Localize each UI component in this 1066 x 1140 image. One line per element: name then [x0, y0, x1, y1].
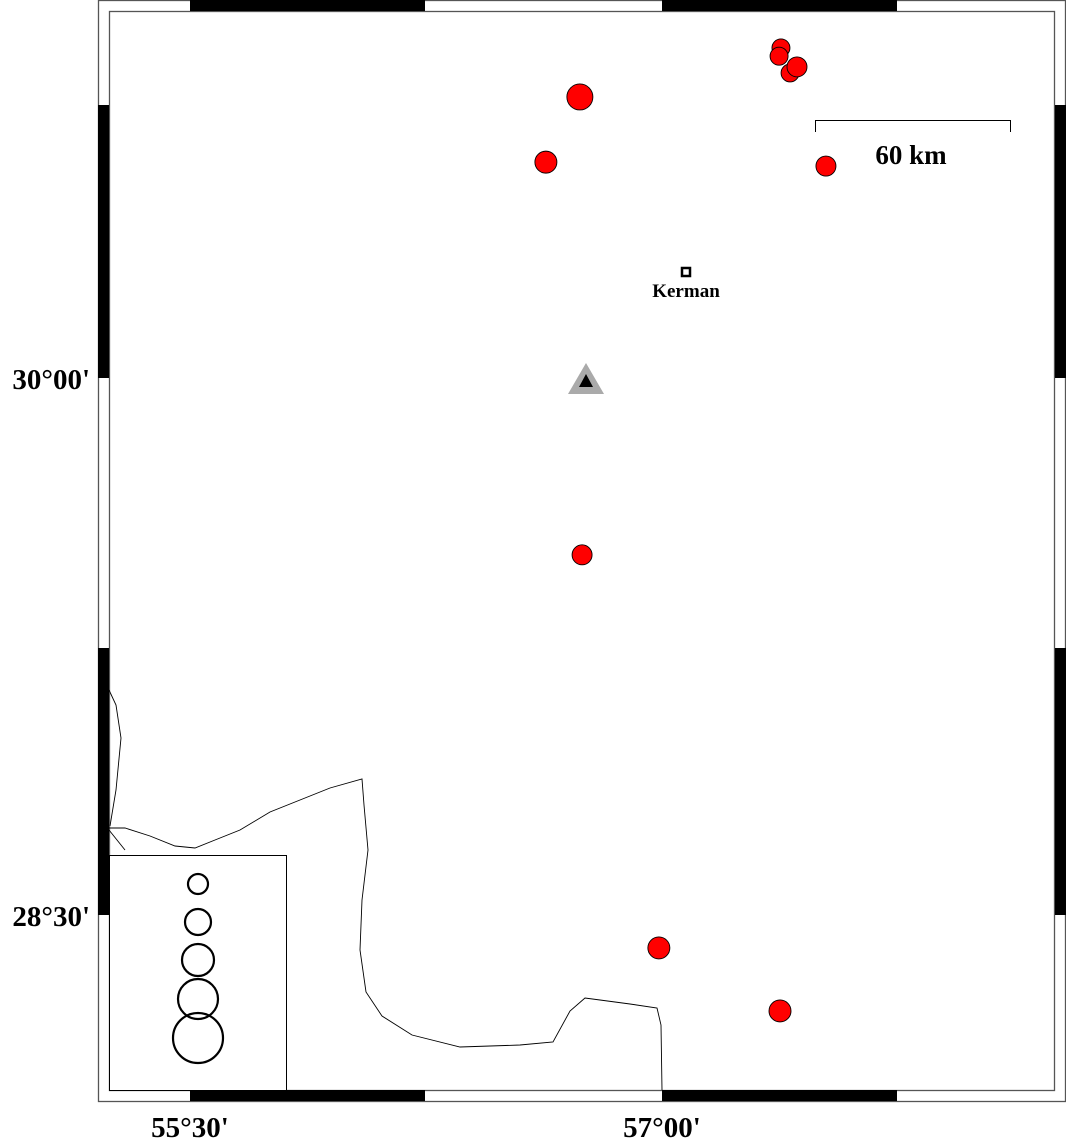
- earthquake-event: [768, 999, 792, 1023]
- legend-magnitude-circle: [186, 872, 210, 896]
- y-tick-label: 28°30': [12, 901, 90, 933]
- events-layer: [534, 38, 837, 1023]
- earthquake-event: [571, 544, 593, 566]
- station-triangle-icon: [568, 363, 604, 394]
- earthquake-event: [769, 46, 789, 66]
- city-marker-icon: [680, 266, 692, 278]
- magnitude-legend-box: [109, 855, 287, 1091]
- earthquake-event: [534, 150, 558, 174]
- earthquake-event: [815, 155, 837, 177]
- earthquake-event: [566, 83, 594, 111]
- x-tick-label: 57°00': [623, 1112, 701, 1140]
- magnitude-legend: [171, 872, 225, 1065]
- legend-magnitude-circle: [180, 942, 216, 978]
- y-tick-label: 30°00': [12, 364, 90, 396]
- scale-bar-label: 60 km: [875, 140, 947, 170]
- earthquake-event: [647, 936, 671, 960]
- city-label: Kerman: [652, 281, 720, 302]
- frame-ticks: [98, 0, 1066, 1101]
- x-tick-label: 55°30': [151, 1112, 229, 1140]
- legend-magnitude-circle: [176, 977, 220, 1021]
- earthquake-event: [786, 56, 808, 78]
- coastline: [108, 689, 663, 1091]
- scale-bar: [815, 120, 1011, 132]
- legend-magnitude-circle: [171, 1011, 225, 1065]
- legend-magnitude-circle: [183, 907, 213, 937]
